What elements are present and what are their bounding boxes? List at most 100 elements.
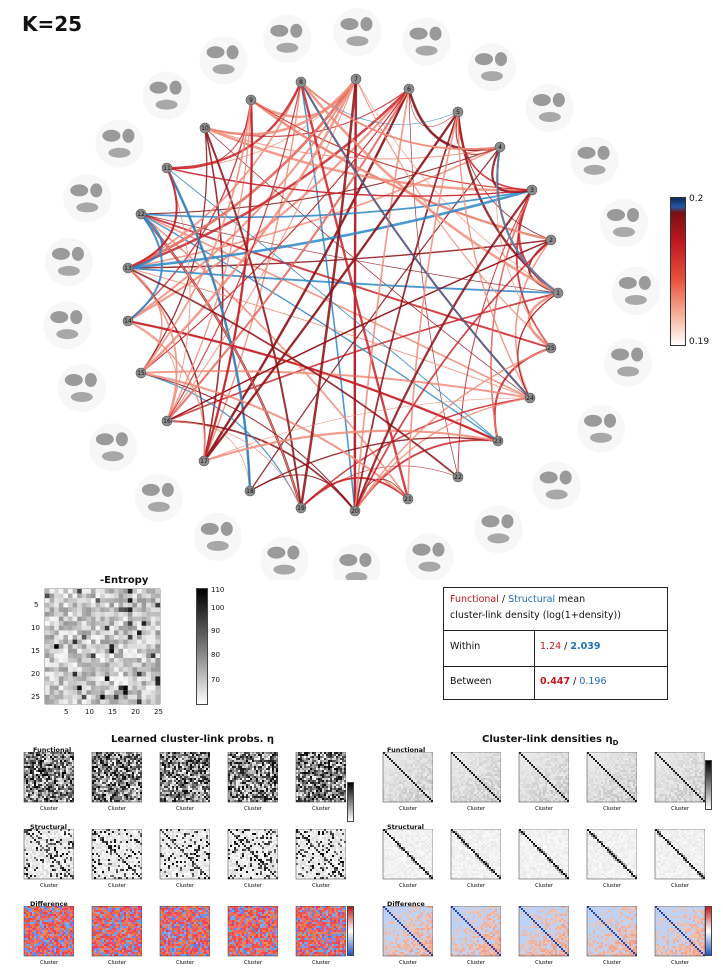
mini-heat-cell xyxy=(254,794,257,797)
mini-heat-cell xyxy=(467,776,470,779)
mini-heat-cell xyxy=(190,792,193,795)
entropy-cell xyxy=(49,681,55,686)
mini-heat-cell xyxy=(94,752,97,755)
mini-heat-cell xyxy=(94,776,97,779)
mini-heat-cell xyxy=(497,758,500,761)
graph-edge xyxy=(300,81,501,150)
graph-edge xyxy=(455,111,501,155)
mini-heat-cell xyxy=(48,786,51,789)
mini-heat-cell xyxy=(455,766,458,769)
mini-heat-cell xyxy=(240,762,243,765)
mini-heat-cell xyxy=(232,774,235,777)
mini-heat-cell xyxy=(399,788,402,791)
mini-heat-cell xyxy=(403,766,406,769)
mini-heat-cell xyxy=(102,764,105,767)
entropy-cell xyxy=(141,593,147,599)
mini-heat-cell xyxy=(170,798,173,801)
mini-heat-cell xyxy=(310,764,313,767)
mini-heat-cell xyxy=(260,766,263,769)
mini-heat-cell xyxy=(431,790,433,793)
mini-heat-cell xyxy=(457,754,460,757)
node-label: 7 xyxy=(354,76,358,83)
mini-heat-cell xyxy=(421,764,424,767)
entropy-cell xyxy=(63,685,69,691)
mini-heat-cell xyxy=(174,770,177,773)
mini-heat-cell xyxy=(421,776,424,779)
graph-node: 5 xyxy=(452,106,464,118)
mini-heat-cell xyxy=(256,754,259,757)
mini-heat-cell xyxy=(395,770,398,773)
mini-heat-cell xyxy=(170,756,173,759)
mini-heat-cell xyxy=(108,762,111,765)
entropy-cell xyxy=(132,658,138,663)
mini-heat-cell xyxy=(70,776,73,779)
mini-heat-cell xyxy=(34,760,37,763)
mini-heat-cell xyxy=(120,774,123,777)
mini-heat-cell xyxy=(130,800,133,803)
mini-heat-cell xyxy=(138,756,141,759)
entropy-cell xyxy=(81,694,87,700)
mini-heat-cell xyxy=(228,798,231,801)
mini-heat-cell xyxy=(397,794,400,797)
mini-heat-cell xyxy=(164,794,167,797)
mini-heat-cell xyxy=(168,794,171,797)
mini-heat-cell xyxy=(479,770,482,773)
mini-heat-cell xyxy=(314,778,317,781)
mini-heat-cell xyxy=(250,764,253,767)
mini-heat-cell xyxy=(387,756,390,759)
mini-heat-cell xyxy=(32,752,35,755)
entropy-cell xyxy=(155,685,161,691)
mini-heat-cell xyxy=(413,752,416,755)
mini-heat-cell xyxy=(180,790,183,793)
brain-thumbnail xyxy=(333,8,382,57)
mini-heat-cell xyxy=(172,774,175,777)
mini-heat-cell xyxy=(192,782,195,785)
mini-heat-cell xyxy=(389,768,392,771)
entropy-cell xyxy=(81,699,87,705)
mini-heat-cell xyxy=(38,788,41,791)
mini-heat-cell xyxy=(397,760,400,763)
mini-heat-cell xyxy=(236,758,239,761)
mini-heat-cell xyxy=(162,794,165,797)
mini-heat-cell xyxy=(312,756,315,759)
mini-heat-cell xyxy=(32,758,35,761)
mini-heat-cell xyxy=(178,780,181,783)
mini-heat-cell xyxy=(246,786,249,789)
entropy-cell xyxy=(95,658,101,663)
mini-heat-cell xyxy=(124,758,127,761)
mini-heat-cell xyxy=(471,766,474,769)
mini-heat-cell xyxy=(192,794,195,797)
mini-heat-cell xyxy=(174,758,177,761)
mini-heat-cell xyxy=(296,760,299,763)
mini-heat-cell xyxy=(196,798,199,801)
mini-heat-cell xyxy=(274,754,277,757)
mini-heat-cell xyxy=(206,768,209,771)
mini-heat-cell xyxy=(204,782,207,785)
mini-heat-cell xyxy=(54,758,57,761)
mini-heat-cell xyxy=(92,766,95,769)
mini-heat-cell xyxy=(250,762,253,765)
mini-heat-cell xyxy=(120,796,123,799)
mini-heat-cell xyxy=(246,792,249,795)
entropy-cell xyxy=(127,667,133,672)
graph-edge xyxy=(140,99,252,374)
mini-heat-cell xyxy=(208,762,210,765)
entropy-cell xyxy=(104,635,110,640)
entropy-cell xyxy=(150,593,156,599)
mini-heat-cell xyxy=(134,766,137,769)
mini-heat-cell xyxy=(338,774,341,777)
mini-heat-cell xyxy=(62,800,65,803)
mini-heat-cell xyxy=(397,768,400,771)
mini-heat-cell xyxy=(409,762,412,765)
mini-heat-cell xyxy=(122,772,125,775)
entropy-cell xyxy=(127,621,133,626)
graph-edge xyxy=(527,291,559,350)
mini-heat-cell xyxy=(415,772,418,775)
mini-heat-cell xyxy=(138,786,141,789)
mini-heat-cell xyxy=(126,784,129,787)
mini-heat-cell xyxy=(413,770,416,773)
mini-heat-cell xyxy=(230,754,233,757)
mini-heat-cell xyxy=(256,798,259,801)
mini-heat-cell xyxy=(300,770,303,773)
